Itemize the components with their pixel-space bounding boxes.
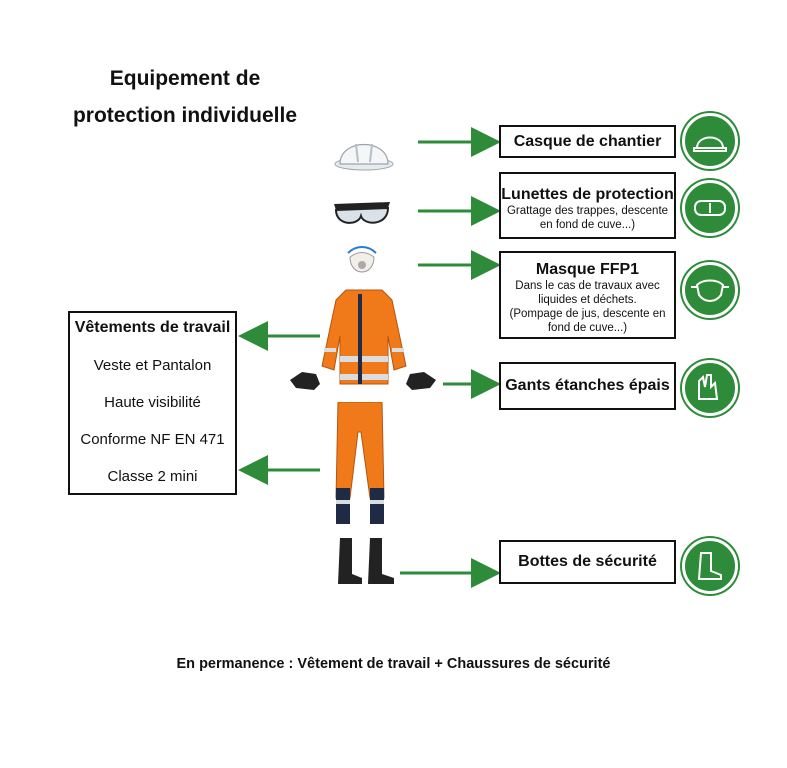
work-clothing-line-1: Veste et Pantalon xyxy=(93,357,212,374)
mask-sub-2: liquides et déchets. xyxy=(538,294,637,306)
boots-label: Bottes de sécurité xyxy=(518,553,657,570)
gloves-image xyxy=(290,372,436,390)
work-clothing-line-3: Conforme NF EN 471 xyxy=(80,431,225,448)
boots-icon xyxy=(682,538,738,594)
page-title: Equipement de protection individuelle xyxy=(40,60,330,134)
mask-label: Masque FFP1 xyxy=(535,261,640,278)
gloves-label: Gants étanches épais xyxy=(505,377,670,394)
work-clothing-line-4: Classe 2 mini xyxy=(107,468,198,485)
work-clothing-label: Vêtements de travail xyxy=(74,319,231,336)
footer-note: En permanence : Vêtement de travail + Ch… xyxy=(176,656,611,672)
jacket-image xyxy=(321,289,407,385)
gloves-icon xyxy=(682,360,738,416)
goggles-sub-1: Grattage des trappes, descente xyxy=(506,205,669,217)
goggles-image xyxy=(334,202,390,224)
mask-image xyxy=(347,246,377,273)
box-goggles: Lunettes de protection Grattage des trap… xyxy=(499,172,676,239)
title-line-2: protection individuelle xyxy=(72,104,298,127)
helmet-label: Casque de chantier xyxy=(513,133,662,150)
mask-icon xyxy=(682,262,738,318)
boots-image xyxy=(338,538,394,584)
title-line-1: Equipement de xyxy=(109,67,261,90)
helmet-image xyxy=(334,143,394,171)
box-boots: Bottes de sécurité xyxy=(499,540,676,584)
mask-sub-4: fond de cuve...) xyxy=(547,322,628,334)
helmet-icon xyxy=(682,113,738,169)
goggles-sub-2: en fond de cuve...) xyxy=(539,219,636,231)
mask-sub-3: (Pompage de jus, descente en xyxy=(509,308,666,320)
goggles-icon xyxy=(682,180,738,236)
goggles-label: Lunettes de protection xyxy=(501,186,674,203)
box-work-clothing: Vêtements de travail Veste et Pantalon H… xyxy=(68,311,237,495)
pants-image xyxy=(335,402,385,524)
box-helmet: Casque de chantier xyxy=(499,125,676,158)
work-clothing-line-2: Haute visibilité xyxy=(104,394,201,411)
box-mask: Masque FFP1 Dans le cas de travaux avec … xyxy=(499,251,676,339)
mask-sub-1: Dans le cas de travaux avec xyxy=(515,280,660,292)
box-gloves: Gants étanches épais xyxy=(499,362,676,410)
